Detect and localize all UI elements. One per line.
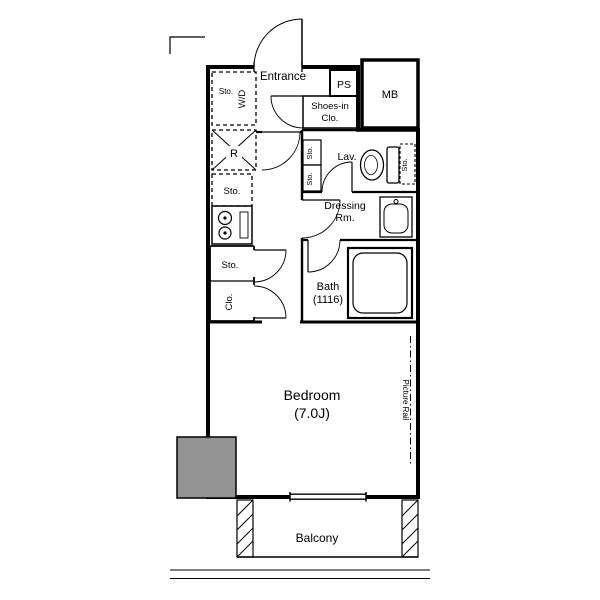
shoes-closet: Shoes-in Clo. — [270, 95, 359, 129]
bathtub-icon — [346, 246, 414, 320]
entrance-door-icon: Entrance — [253, 18, 306, 83]
burner-center — [223, 216, 227, 220]
burner — [217, 210, 233, 226]
lav-storage-lower — [302, 164, 322, 192]
shoes-closet-label-line2: Clo. — [322, 113, 339, 124]
washbasin-icon — [379, 196, 413, 238]
refrigerator-label: R — [230, 148, 238, 160]
shoes-closet-label-line1: Shoes-in — [311, 101, 349, 112]
bedroom-label-line1: Bedroom — [284, 387, 341, 403]
meter-box-outline — [360, 58, 420, 130]
partition-hatch-left — [236, 499, 254, 558]
bath-label-line2: (1116) — [313, 294, 343, 306]
window-icon — [289, 492, 367, 502]
meter-box: MB — [360, 58, 420, 130]
dressing-label-line2: Rm. — [335, 212, 354, 224]
dressing-room: Dressing Rm. — [301, 196, 413, 239]
toilet-tank — [386, 146, 400, 184]
door-swing-arc — [253, 249, 287, 283]
door-swing-arc — [253, 18, 303, 68]
hall-storage-closet: Sto. Clo. — [209, 245, 287, 322]
door-swing-arc — [321, 161, 353, 193]
refrigerator-space — [211, 129, 257, 171]
storage-block-outline — [209, 245, 254, 322]
bedroom-label-line2: (7.0J) — [294, 405, 330, 421]
bathtub-outline — [346, 246, 414, 320]
entrance-label: Entrance — [260, 71, 306, 83]
hatch-line — [236, 499, 254, 517]
toilet-icon — [359, 146, 400, 184]
corridor-door-icon — [261, 131, 301, 171]
lav-storage-right — [399, 143, 416, 185]
washer-dryer-storage-label: Sto. — [219, 87, 233, 96]
counter-edge — [239, 211, 249, 239]
lav-storage-lower-label: Sto. — [305, 172, 314, 185]
door-swing-arc — [261, 131, 301, 171]
hatch-line — [401, 540, 419, 558]
kitchen-area: Sto. W/D R Sto. — [211, 71, 257, 245]
interior-walls — [208, 128, 418, 324]
hatch-line — [236, 513, 254, 531]
kitchen-storage-label: Sto. — [224, 186, 241, 197]
toilet-bowl — [359, 149, 385, 181]
lavatory-label: Lav. — [337, 151, 356, 163]
hatch-line — [236, 527, 254, 545]
washer-dryer-space — [211, 71, 257, 126]
picture-rail-label: Picture Rail — [401, 380, 410, 421]
pipe-shaft: PS — [329, 69, 359, 97]
lavatory-room: Sto. Sto. Lav. Sto. — [302, 139, 416, 193]
neighbor-block — [176, 436, 237, 499]
lav-storage-right-label: Sto. — [400, 158, 409, 171]
washbasin-counter — [379, 196, 413, 238]
hatch-line — [401, 513, 419, 531]
balcony: Balcony — [236, 499, 419, 558]
bathroom: Bath (1116) — [307, 239, 414, 320]
hatch-line — [401, 499, 419, 517]
hatch-line — [236, 540, 254, 558]
door-swing-arc — [253, 285, 287, 319]
washer-dryer-label: W/D — [237, 90, 248, 109]
toilet-bowl-inner — [364, 155, 378, 175]
door-swing-arc — [307, 239, 341, 273]
hatch-line — [401, 527, 419, 545]
stove-outline — [211, 205, 253, 245]
burner — [218, 226, 232, 240]
door-swing-arc — [301, 199, 341, 239]
outer-walls — [206, 65, 420, 499]
mb-label: MB — [382, 89, 399, 101]
dressing-label-line1: Dressing — [324, 200, 366, 212]
refrigerator-label-bg — [226, 146, 242, 160]
boundary-corner-mark — [169, 36, 205, 54]
faucet — [393, 199, 399, 204]
lav-storage-upper-label: Sto. — [305, 146, 314, 159]
closet-label: Clo. — [224, 294, 235, 311]
bathtub-inner — [352, 252, 408, 314]
bedroom: Bedroom (7.0J) Picture Rail — [284, 336, 411, 464]
burner-center — [223, 231, 227, 235]
shoes-closet-outline — [302, 95, 359, 129]
ps-label: PS — [337, 79, 351, 91]
washbasin-bowl — [383, 203, 409, 234]
bath-label-line1: Bath — [317, 281, 340, 293]
hall-storage-label: Sto. — [222, 260, 239, 271]
door-swing-arc — [270, 95, 304, 129]
stove-icon — [211, 205, 253, 245]
partition-hatch-right — [401, 499, 419, 558]
site-boundary-lines — [169, 36, 430, 580]
balcony-label: Balcony — [296, 531, 339, 545]
